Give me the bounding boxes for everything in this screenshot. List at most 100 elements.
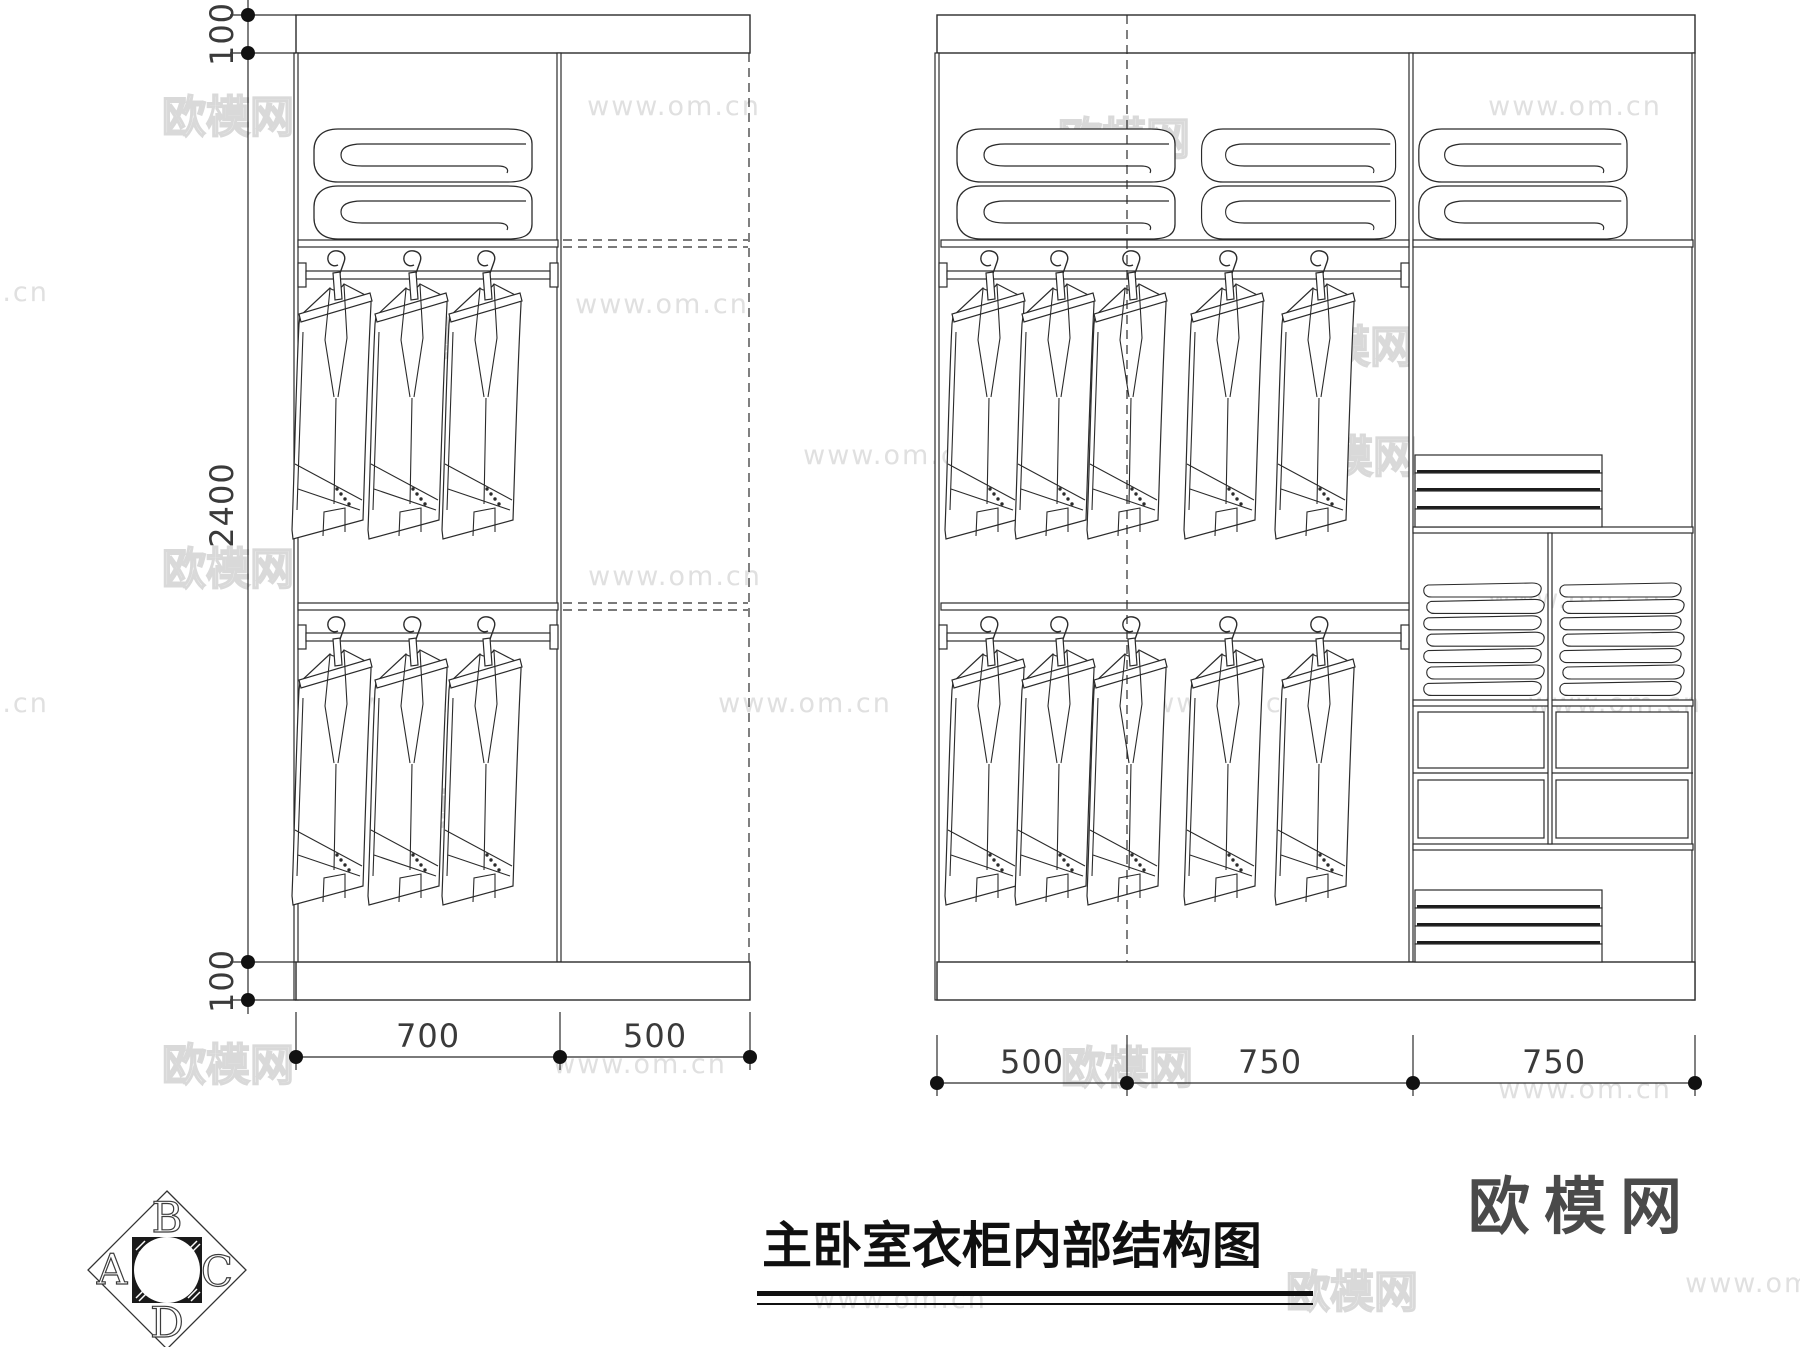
folded-towel bbox=[1559, 615, 1682, 631]
hanging-rod bbox=[946, 632, 1402, 642]
panel-wall bbox=[1408, 52, 1414, 963]
board-shadow bbox=[1417, 923, 1600, 926]
hanging-suit bbox=[367, 250, 449, 540]
dimension-dot bbox=[743, 1050, 757, 1064]
folded-towel bbox=[1559, 582, 1682, 598]
hanging-suit bbox=[944, 250, 1026, 540]
folded-towel bbox=[1426, 598, 1545, 614]
compass-circle bbox=[134, 1237, 200, 1303]
panel-wall bbox=[556, 52, 562, 963]
hanging-suit bbox=[1183, 616, 1265, 906]
shelf bbox=[297, 239, 559, 248]
watermark-url: www.om.cn bbox=[575, 289, 749, 320]
dimension-label: 100 bbox=[203, 949, 241, 1013]
folded-blanket bbox=[956, 128, 1176, 183]
hatch-line bbox=[187, 1288, 198, 1299]
folded-blanket bbox=[1418, 128, 1628, 183]
rod-bracket bbox=[938, 262, 948, 288]
compass-letter-C: C bbox=[201, 1247, 233, 1296]
shelf bbox=[940, 239, 1410, 248]
drawer-front bbox=[1417, 779, 1545, 839]
compass-diamond bbox=[87, 1190, 247, 1347]
compass-letter-A: A bbox=[96, 1245, 128, 1294]
hanging-suit bbox=[367, 616, 449, 906]
shelf bbox=[1412, 699, 1694, 707]
rod-bracket bbox=[297, 262, 307, 288]
folded-blanket bbox=[1418, 185, 1628, 240]
dimension-label: 500 bbox=[1000, 1043, 1064, 1081]
folded-towel bbox=[1426, 664, 1545, 680]
folded-towel bbox=[1562, 631, 1685, 647]
watermark-url: www.om.cn bbox=[588, 561, 762, 592]
hatch-line bbox=[135, 1240, 146, 1251]
shelf bbox=[297, 602, 559, 611]
watermark-brand: 欧模网 bbox=[162, 92, 294, 143]
linework-layer bbox=[291, 14, 1696, 1001]
rod-bracket bbox=[549, 624, 559, 650]
dimension-dot bbox=[1120, 1076, 1134, 1090]
base-panel bbox=[936, 961, 1696, 1001]
hanging-suit bbox=[1014, 616, 1096, 906]
watermark-brand: 欧模网 bbox=[162, 544, 294, 595]
compass-letter-B: B bbox=[152, 1193, 183, 1242]
hanging-suit bbox=[1014, 250, 1096, 540]
folded-blanket bbox=[313, 128, 533, 183]
hanging-rod bbox=[305, 270, 551, 280]
dimension-dot bbox=[930, 1076, 944, 1090]
folded-towel bbox=[1423, 582, 1542, 598]
drawer-front bbox=[1417, 711, 1545, 769]
dimension-dot bbox=[1406, 1076, 1420, 1090]
rod-bracket bbox=[1400, 262, 1410, 288]
stacked-board bbox=[1414, 943, 1603, 963]
dimension-dot bbox=[241, 993, 255, 1007]
watermark-url: www.om.cn bbox=[718, 688, 892, 719]
drawing-title: 主卧室衣柜内部结构图 bbox=[762, 1216, 1262, 1275]
watermark-url: www.om.cn bbox=[587, 91, 761, 122]
dimension-dot bbox=[241, 46, 255, 60]
dimension-dot bbox=[241, 8, 255, 22]
right-wardrobe-elevation bbox=[934, 14, 1696, 1001]
top-panel bbox=[295, 14, 751, 54]
site-logo: 欧模网 bbox=[1468, 1170, 1697, 1243]
dimension-label: 100 bbox=[203, 2, 241, 66]
watermark-url: www.om.cn bbox=[0, 277, 49, 308]
dimension-label: 750 bbox=[1522, 1043, 1586, 1081]
dimension-dot bbox=[289, 1050, 303, 1064]
hanging-suit bbox=[291, 250, 373, 540]
hanging-suit bbox=[1274, 250, 1356, 540]
hatch-line bbox=[190, 1291, 201, 1302]
dimension-dot bbox=[1688, 1076, 1702, 1090]
shelf bbox=[940, 602, 1410, 611]
board-shadow bbox=[1417, 506, 1600, 509]
hanging-suit bbox=[441, 250, 523, 540]
folded-towel bbox=[1562, 598, 1685, 614]
folded-towel bbox=[1423, 615, 1542, 631]
folded-towel bbox=[1562, 664, 1685, 680]
dimension-label: 2400 bbox=[203, 462, 241, 547]
hanging-suit bbox=[1183, 250, 1265, 540]
hanging-suit bbox=[1274, 616, 1356, 906]
drawer-front bbox=[1555, 779, 1689, 839]
folded-towel bbox=[1426, 631, 1545, 647]
folded-blanket bbox=[313, 185, 533, 240]
watermark-url: www.om.cn bbox=[803, 440, 977, 471]
panel-wall bbox=[934, 52, 940, 1001]
board-shadow bbox=[1417, 470, 1600, 473]
stacked-board bbox=[1414, 508, 1603, 528]
folded-towel bbox=[1559, 680, 1682, 696]
title-underline-thin bbox=[757, 1303, 1313, 1305]
watermark-url: www.om.cn bbox=[1498, 1074, 1672, 1105]
board-shadow bbox=[1417, 905, 1600, 908]
dimension-label: 500 bbox=[623, 1017, 687, 1055]
folded-towel bbox=[1559, 648, 1682, 664]
hanging-suit bbox=[291, 616, 373, 906]
rod-bracket bbox=[297, 624, 307, 650]
cell-divider bbox=[1547, 532, 1553, 845]
watermark-url: www.om.cn bbox=[0, 688, 49, 719]
dimension-dot bbox=[241, 955, 255, 969]
